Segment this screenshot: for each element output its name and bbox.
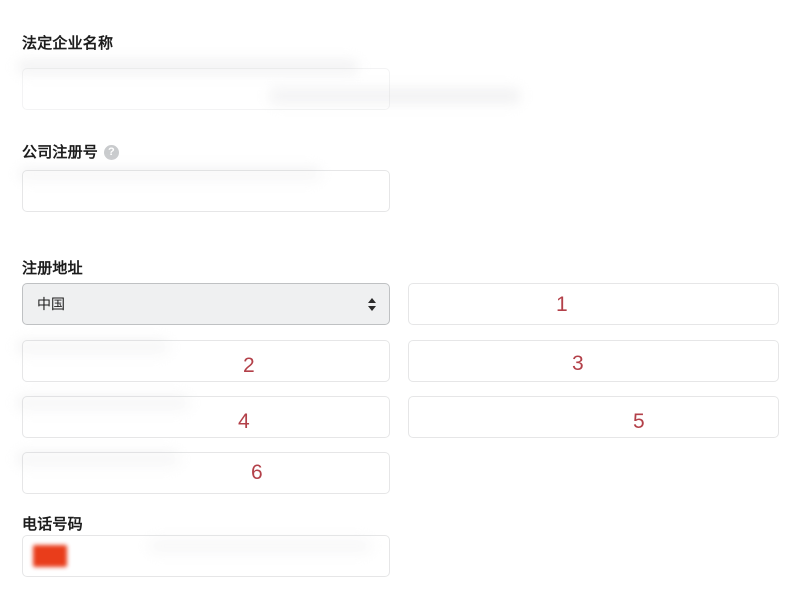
chevron-updown-icon (366, 296, 377, 313)
address-field-5[interactable] (408, 396, 779, 438)
question-mark-icon[interactable]: ? (104, 145, 120, 160)
legal-business-name-label: 法定企业名称 (22, 32, 113, 53)
address-field-1[interactable] (408, 283, 779, 325)
annotation-number-1: 1 (556, 293, 568, 316)
address-field-2[interactable] (22, 340, 390, 382)
legal-business-name-label-text: 法定企业名称 (22, 35, 114, 52)
annotation-number-3: 3 (572, 352, 584, 375)
company-registration-number-label-text: 公司注册号 (22, 144, 99, 161)
legal-business-name-input[interactable] (22, 68, 390, 110)
china-flag-icon[interactable] (33, 545, 67, 567)
phone-number-label: 电话号码 (22, 513, 83, 534)
annotation-number-2: 2 (243, 354, 255, 377)
phone-number-input[interactable] (22, 535, 390, 577)
company-registration-number-input[interactable] (22, 170, 390, 212)
country-select-value: 中国 (37, 296, 65, 312)
annotation-number-5: 5 (633, 410, 645, 433)
company-registration-number-label: 公司注册号 ? (22, 141, 120, 162)
address-field-3[interactable] (408, 340, 779, 382)
registered-address-label: 注册地址 (22, 257, 83, 278)
address-field-6[interactable] (22, 452, 390, 494)
country-select[interactable]: 中国 (22, 283, 390, 325)
registered-address-label-text: 注册地址 (22, 260, 83, 277)
annotation-number-6: 6 (251, 461, 263, 484)
annotation-number-4: 4 (238, 410, 250, 433)
phone-number-label-text: 电话号码 (22, 516, 83, 533)
address-field-4[interactable] (22, 396, 390, 438)
